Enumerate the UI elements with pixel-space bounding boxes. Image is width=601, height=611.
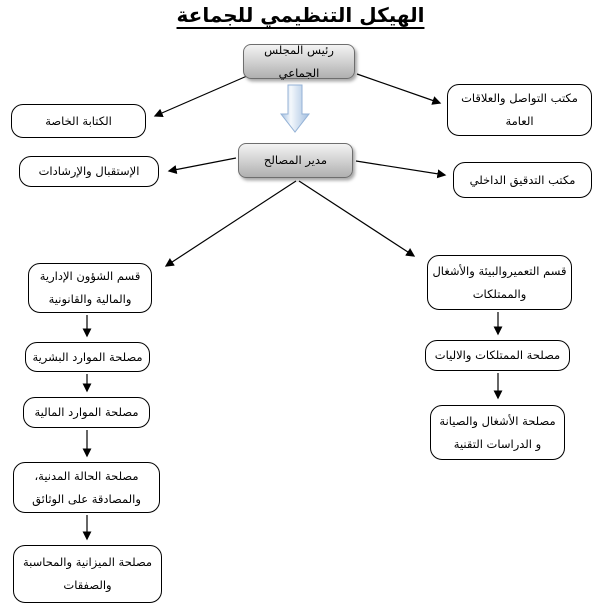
- node-private-secretariat: الكتابة الخاصة: [11, 104, 146, 138]
- node-reception-guidance: الإستقبال والإرشادات: [19, 156, 159, 187]
- arrow-director-to-internal-audit: [355, 160, 447, 179]
- node-communication-office: مكتب التواصل والعلاقات العامة: [447, 84, 592, 136]
- node-urban-env-works-division: قسم التعميروالبيئة والأشغال والممتلكات: [427, 255, 572, 310]
- arrow-president-to-communication-office: [356, 73, 442, 105]
- node-civil-status: مصلحة الحالة المدنية، والمصادقة على الوث…: [13, 462, 160, 513]
- block-arrow-president-to-director: [279, 84, 311, 133]
- node-budget-accounting: مصلحة الميزانية والمحاسبة والصفقات: [13, 545, 162, 603]
- node-works-maintenance: مصلحة الأشغال والصيانة و الدراسات التقني…: [430, 405, 565, 460]
- arrow-director-to-urban-division: [298, 180, 416, 257]
- node-financial-resources: مصلحة الموارد المالية: [23, 397, 150, 428]
- page-title: الهيكل التنظيمي للجماعة: [176, 3, 425, 27]
- arrow-director-to-reception: [167, 157, 237, 174]
- node-services-director: مدير المصالح: [238, 143, 353, 178]
- node-human-resources: مصلحة الموارد البشرية: [25, 342, 150, 372]
- node-assets-machinery: مصلحة الممتلكات والاليات: [425, 340, 570, 371]
- arrow-director-to-admin-division: [164, 180, 297, 267]
- node-internal-audit-office: مكتب التدقيق الداخلي: [453, 162, 592, 198]
- node-admin-finance-legal-division: قسم الشؤون الإدارية والمالية والقانونية: [28, 263, 152, 313]
- node-council-president: رئيس المجلس الجماعي: [243, 43, 355, 80]
- arrow-president-to-private-secretariat: [153, 75, 248, 118]
